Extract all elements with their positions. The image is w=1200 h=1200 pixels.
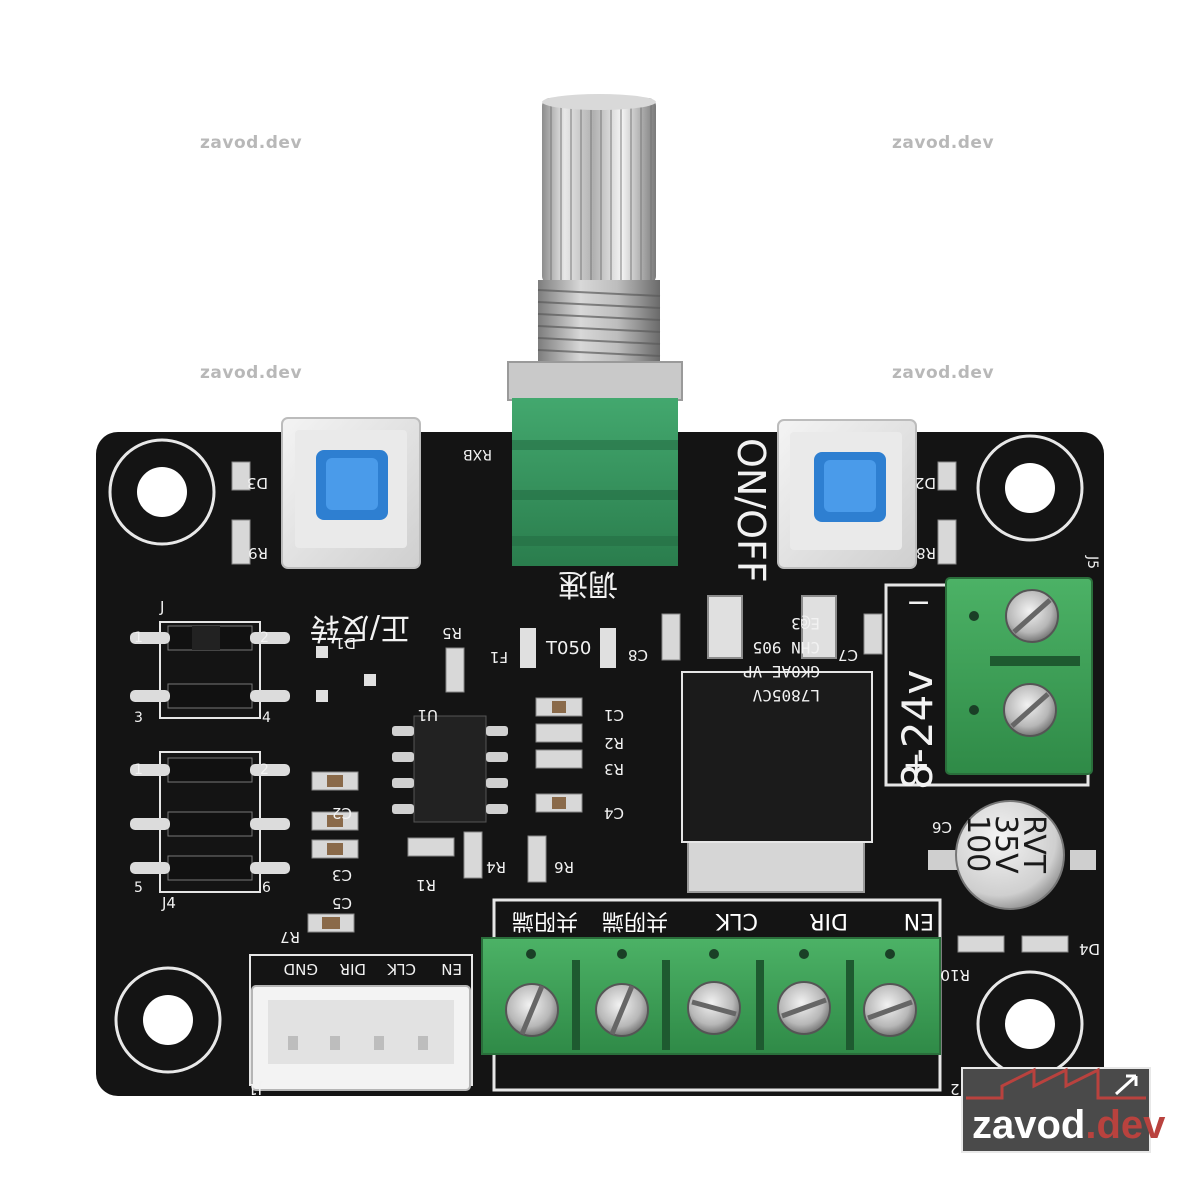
jumper-header — [130, 625, 290, 709]
designator: J5 — [1084, 555, 1100, 569]
pot-label: RXB — [463, 446, 492, 462]
designator: C7 — [838, 646, 858, 664]
logo-suffix: .dev — [1085, 1103, 1166, 1147]
terminal-label: DIR — [809, 908, 848, 933]
designator: R6 — [554, 858, 574, 876]
jst-label: DIR — [340, 960, 366, 978]
plus-sign: + — [902, 745, 931, 785]
mounting-hole — [108, 438, 216, 546]
designator: R3 — [604, 760, 624, 778]
designator: C3 — [332, 866, 352, 884]
power-switch — [777, 419, 917, 569]
logo-brand: zavod — [972, 1103, 1085, 1147]
designator: J — [159, 598, 164, 616]
svg-text:1: 1 — [134, 630, 143, 646]
chip-u1 — [392, 715, 508, 823]
jumper-header — [130, 757, 290, 881]
terminal-label: CLK — [715, 908, 758, 933]
svg-text:3: 3 — [134, 710, 143, 726]
svg-text:2: 2 — [260, 630, 269, 646]
voltage-regulator: L7805CV GK0AE VP CHN 905 E@3 — [681, 595, 873, 893]
direction-switch — [281, 417, 421, 569]
designator: D4 — [1079, 940, 1100, 958]
jst-label: EN — [441, 960, 462, 978]
designator: C4 — [604, 804, 624, 822]
svg-text:100: 100 — [960, 815, 995, 872]
designator: R2 — [604, 734, 624, 752]
watermark: zavod.dev — [892, 133, 994, 153]
watermark: zavod.dev — [200, 363, 302, 383]
designator: D2 — [915, 474, 936, 492]
designator: J1 — [248, 1080, 263, 1098]
svg-text:RVT: RVT — [1016, 815, 1051, 874]
svg-text:5: 5 — [134, 880, 143, 896]
designator: D3 — [247, 474, 268, 492]
designator: C5 — [332, 894, 352, 912]
designator: C8 — [628, 646, 648, 664]
designator: C1 — [604, 706, 624, 724]
svg-text:GK0AE VP: GK0AE VP — [743, 662, 820, 681]
designator: R10 — [940, 966, 970, 984]
terminal-label: 共阳端 — [512, 908, 578, 933]
voltage-label: 8-24v — [893, 670, 942, 790]
designator: R7 — [280, 928, 300, 946]
mounting-hole — [114, 966, 222, 1074]
signal-terminal — [481, 937, 941, 1055]
jst-connector — [251, 985, 471, 1091]
svg-text:L7805CV: L7805CV — [752, 686, 820, 705]
zavod-logo: zavod.dev — [961, 1067, 1166, 1153]
designator: U1 — [417, 706, 438, 724]
svg-text:4: 4 — [262, 710, 271, 726]
terminal-label: EN — [904, 908, 934, 933]
designator: R1 — [416, 876, 436, 894]
designator: R9 — [248, 544, 268, 562]
minus-sign: − — [906, 585, 931, 620]
smd-components — [231, 461, 1069, 953]
direction-label: 正/反转 — [310, 610, 410, 645]
designator: R4 — [486, 858, 506, 876]
svg-text:CHN 905: CHN 905 — [753, 638, 820, 657]
designator: C6 — [932, 818, 952, 836]
watermark: zavod.dev — [200, 133, 302, 153]
jst-label: CLK — [386, 960, 416, 978]
jst-label: GND — [284, 960, 318, 978]
electrolytic-capacitor: RVT 35V 100 — [928, 800, 1096, 910]
designator: C2 — [332, 804, 352, 822]
designator: J4 — [161, 894, 176, 912]
mounting-hole — [976, 434, 1084, 542]
designator: F1 — [490, 648, 508, 666]
svg-text:6: 6 — [262, 880, 271, 896]
svg-text:E@3: E@3 — [791, 614, 820, 633]
svg-text:2: 2 — [260, 762, 269, 778]
designator: R5 — [442, 624, 462, 642]
svg-text:35V: 35V — [988, 815, 1023, 874]
watermark: zavod.dev — [892, 363, 994, 383]
svg-text:zavod.dev: zavod.dev — [972, 1103, 1166, 1147]
terminal-label: 共阴端 — [602, 908, 668, 933]
svg-text:1: 1 — [134, 762, 143, 778]
fuse-label: T050 — [545, 638, 591, 659]
power-terminal — [945, 577, 1093, 775]
designator: D1 — [335, 634, 356, 652]
speed-label: 调速 — [558, 566, 618, 601]
on-off-label: ON/OFF — [729, 438, 773, 583]
potentiometer — [507, 94, 683, 566]
designator: R8 — [916, 544, 936, 562]
